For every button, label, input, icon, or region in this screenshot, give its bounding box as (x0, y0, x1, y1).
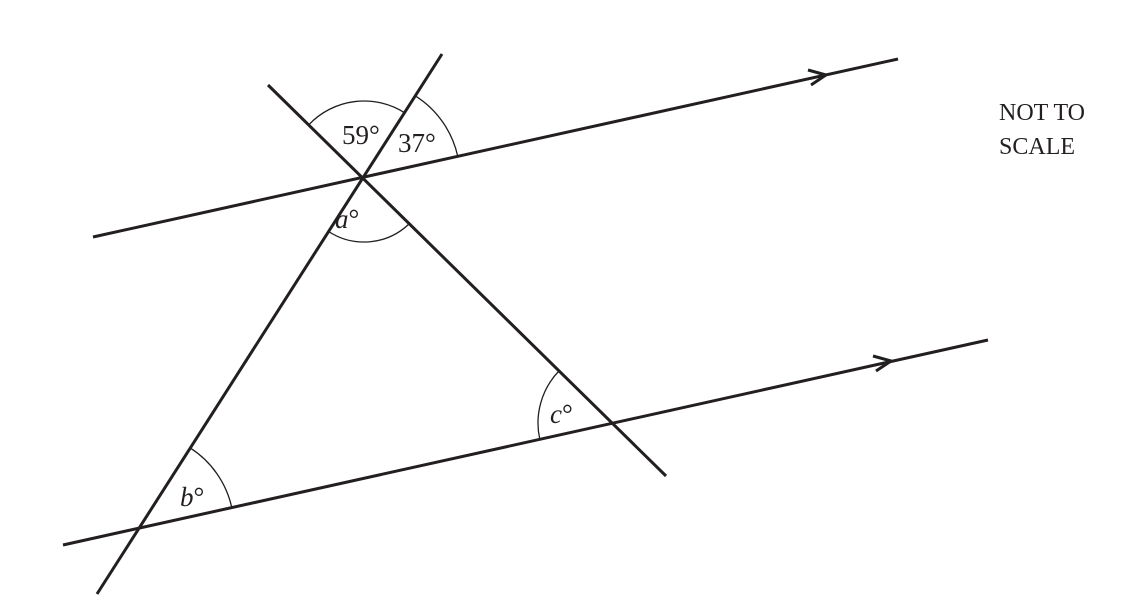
transversal-right (266, 83, 668, 478)
transversal-left (95, 53, 444, 595)
not-to-scale-note: NOT TO SCALE (999, 96, 1085, 164)
angle-label-b: b° (180, 482, 204, 512)
note-line-1: NOT TO (999, 100, 1086, 126)
note-line-2: SCALE (999, 134, 1076, 160)
angle-label-a: a° (335, 204, 359, 234)
angle-arc-b (189, 447, 233, 508)
parallel-arrow-lower-icon (872, 354, 895, 373)
angle-arc-a (328, 222, 411, 243)
parallel-arrow-upper-icon (807, 68, 830, 87)
angle-label-59: 59° (342, 120, 380, 150)
angle-arc-37 (415, 95, 459, 157)
angle-arc-59 (308, 100, 406, 125)
angle-label-37: 37° (398, 128, 436, 158)
upper-parallel-line (92, 57, 899, 239)
angle-label-c: c° (550, 399, 573, 429)
lower-parallel-line (62, 338, 989, 547)
angle-arc-c (537, 370, 560, 440)
